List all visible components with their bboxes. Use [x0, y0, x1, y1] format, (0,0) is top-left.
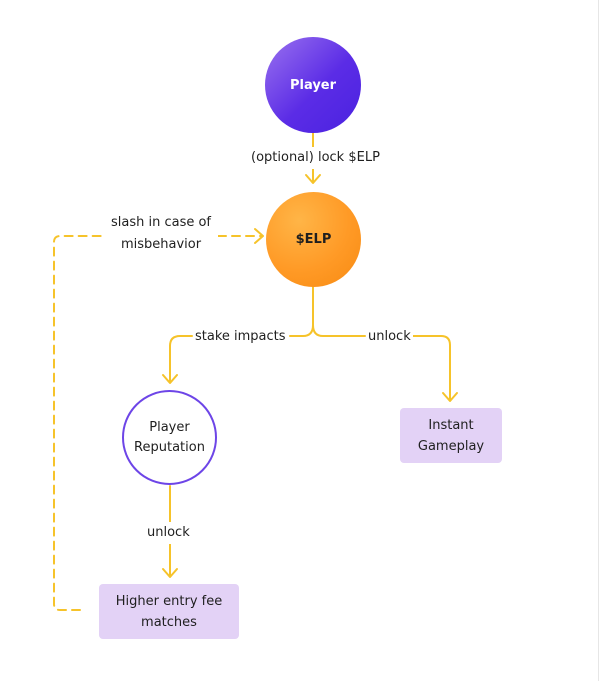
connector-unlock-right: [412, 335, 451, 401]
instant-node-label: Instant Gameplay: [417, 417, 485, 454]
edge-label-unlock-instant: unlock: [366, 326, 413, 348]
instant-gameplay-node: Instant Gameplay: [400, 408, 502, 463]
arrowhead-elp: [305, 174, 321, 184]
elp-node-label: $ELP: [295, 232, 332, 247]
elp-token-node: $ELP: [266, 192, 361, 287]
player-node: Player: [265, 37, 361, 133]
player-reputation-node: Player Reputation: [122, 390, 217, 485]
arrowhead-instant: [442, 392, 458, 402]
higher-node-label: Higher entry fee matches: [115, 593, 223, 630]
connector-slash: [53, 235, 105, 611]
edge-label-slash: slash in case of misbehavior: [104, 212, 218, 256]
right-edge-divider: [598, 0, 599, 681]
reputation-node-label: Player Reputation: [134, 419, 205, 455]
connector-elp-down: [289, 286, 314, 337]
higher-entry-fee-node: Higher entry fee matches: [99, 584, 239, 639]
arrowhead-reputation: [162, 374, 178, 384]
edge-label-stake: stake impacts: [193, 326, 288, 348]
edge-label-lock: (optional) lock $ELP: [248, 147, 383, 169]
arrowhead-higher: [162, 568, 178, 578]
connector-stake-left: [169, 335, 193, 383]
connector-elp-right: [312, 324, 366, 337]
player-node-label: Player: [289, 77, 337, 93]
arrowhead-slash: [254, 228, 264, 244]
edge-label-unlock-higher: unlock: [144, 522, 193, 544]
